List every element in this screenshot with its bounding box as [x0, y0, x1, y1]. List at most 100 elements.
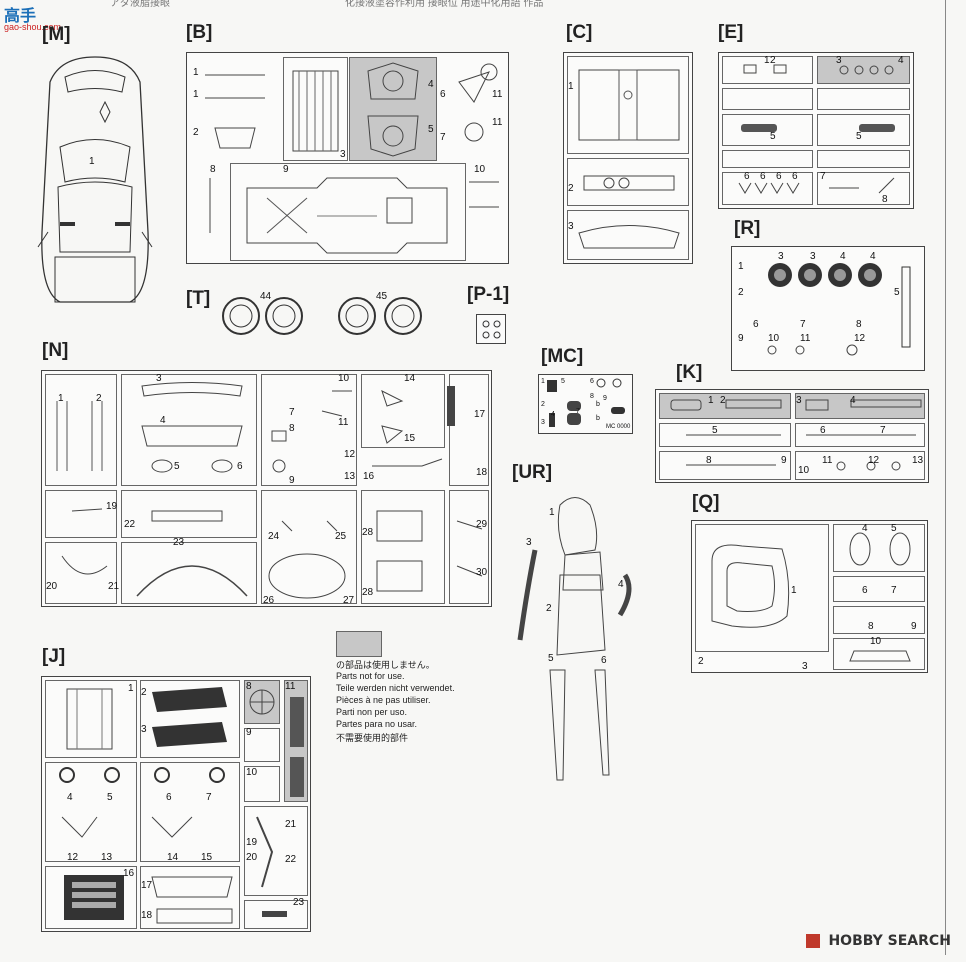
sprue-n-cell-l	[121, 542, 257, 604]
sprue-n-part-28a: 28	[362, 527, 374, 538]
sprue-mc-part-5: 5	[561, 378, 565, 385]
sprue-j-part-19: 19	[246, 837, 258, 848]
sprue-n-part-3: 3	[156, 373, 162, 384]
sprue-b-cell-center	[283, 57, 348, 161]
sprue-e-cell-4	[722, 114, 813, 146]
sprue-c-part-3: 3	[568, 221, 574, 232]
sprue-j-part-17: 17	[141, 880, 153, 891]
sprue-b-part-2: 2	[193, 127, 199, 138]
sprue-j-cell-67	[140, 762, 240, 862]
sprue-e-cell-8	[722, 172, 813, 205]
sprue-n-part-14: 14	[404, 373, 416, 384]
sprue-e-part-6c: 6	[776, 171, 782, 182]
sprue-r-part-12: 12	[854, 333, 866, 344]
sprue-e-part-3a: 3	[836, 55, 842, 66]
sprue-mc-part-b2: b	[596, 415, 600, 422]
sprue-k-cell-10	[795, 451, 925, 480]
sprue-r-part-2: 2	[738, 287, 744, 298]
sprue-n-frame	[41, 370, 492, 607]
sprue-c-dashboard-drawing	[578, 69, 680, 141]
sprue-n-part-2: 2	[96, 393, 102, 404]
sprue-ur-part-4: 4	[618, 579, 624, 590]
sprue-mc-code: MC 0000	[606, 424, 631, 430]
legend-line-es: Partes para no usar.	[336, 719, 418, 729]
sprue-n-cell-h	[261, 490, 357, 604]
sprue-n-part-9: 9	[289, 475, 295, 486]
sprue-q-parts-drawing	[711, 532, 911, 662]
sprue-q-part-10: 10	[870, 636, 882, 647]
sprue-j-part-9: 9	[246, 727, 252, 738]
sprue-b-part-10: 10	[474, 164, 486, 175]
sprue-j-part-1: 1	[128, 683, 134, 694]
sprue-j-part-3: 3	[141, 724, 147, 735]
sprue-e-cell-6	[722, 150, 813, 168]
sprue-n-part-27: 27	[343, 595, 355, 606]
sprue-q-part-1: 1	[791, 585, 797, 596]
sprue-b-unused-parts-drawing	[367, 62, 419, 157]
sprue-q-cell-45	[833, 524, 925, 572]
sprue-q-cell-10	[833, 638, 925, 670]
sprue-n-part-16: 16	[363, 471, 375, 482]
sprue-k-label: [K]	[676, 362, 703, 383]
sprue-j-part-18: 18	[141, 910, 153, 921]
sprue-b-part-3: 3	[340, 149, 346, 160]
sprue-k-cell-unused-2	[795, 393, 925, 419]
sprue-k-cell-6	[795, 423, 925, 447]
sprue-n-part-1: 1	[58, 393, 64, 404]
sprue-r-part-3a: 3	[778, 251, 784, 262]
sprue-mc-part-b1: b	[596, 401, 600, 408]
sprue-e-part-1: 1	[764, 55, 770, 66]
sprue-n-part-11: 11	[338, 417, 349, 428]
sprue-b-cell-unused	[349, 57, 437, 161]
sprue-mc-part-1: 1	[541, 378, 545, 385]
sprue-k-part-6: 6	[820, 425, 826, 436]
sprue-r-part-6: 6	[753, 319, 759, 330]
sprue-mc-frame	[538, 374, 633, 434]
header-text-right: 化接液塗容作利用 接眼位 用途中化用語 作品	[345, 0, 544, 9]
sprue-n-part-18: 18	[476, 467, 488, 478]
sprue-n-cell-j	[449, 490, 489, 604]
legend-line-it: Parti non per uso.	[336, 707, 408, 717]
sprue-mc-part-9: 9	[603, 395, 607, 402]
sprue-q-cell-67	[833, 576, 925, 602]
sprue-n-part-10: 10	[338, 373, 350, 384]
footer-brand-text: HOBBY SEARCH	[828, 932, 951, 949]
sprue-j-cell-1718	[140, 866, 240, 929]
sprue-k-cell-5	[659, 423, 791, 447]
sprue-mc-part-7: 7	[576, 408, 580, 415]
sprue-j-cell-1	[45, 680, 137, 758]
sprue-n-cell-c	[261, 374, 357, 486]
sprue-e-part-7: 7	[820, 171, 826, 182]
sprue-ur-part-5: 5	[548, 653, 554, 664]
header-text-left: アダ液脂接眼	[110, 0, 170, 9]
sprue-b-small-parts-drawing	[205, 74, 265, 233]
hobby-search-logo-icon	[806, 933, 820, 948]
sprue-m-part-number: 1	[89, 156, 95, 167]
legend-line-fr: Pièces à ne pas utiliser.	[336, 695, 431, 705]
sprue-q-cell-89	[833, 606, 925, 634]
sprue-k-part-5: 5	[712, 425, 718, 436]
sprue-k-part-4: 4	[850, 395, 856, 406]
sprue-n-cell-b	[121, 374, 257, 486]
sprue-b-part-8: 8	[210, 164, 216, 175]
sprue-c-label: [C]	[566, 22, 593, 43]
sprue-n-part-22: 22	[124, 519, 136, 530]
sprue-q-frame	[691, 520, 928, 673]
sprue-j-part-12: 12	[67, 852, 79, 863]
sprue-n-cell-a	[45, 374, 117, 486]
sprue-j-part-23: 23	[293, 897, 305, 908]
sprue-mc-part-2: 2	[541, 401, 545, 408]
watermark-logo-text: 高手	[4, 8, 37, 25]
sprue-t-label: [T]	[186, 288, 211, 309]
sprue-c-part-2: 2	[568, 183, 574, 194]
sprue-n-part-23: 23	[173, 537, 185, 548]
sprue-c-frame	[563, 52, 693, 264]
sprue-q-part-2: 2	[698, 656, 704, 667]
sprue-p1-frame	[476, 314, 506, 344]
sprue-n-parts-drawing	[56, 382, 483, 599]
sprue-k-part-13: 13	[912, 455, 924, 466]
sprue-j-part-14: 14	[167, 852, 179, 863]
sprue-e-cell-9	[817, 172, 910, 205]
sprue-j-cell-23	[140, 680, 240, 758]
sprue-j-part-11: 11	[285, 681, 296, 692]
